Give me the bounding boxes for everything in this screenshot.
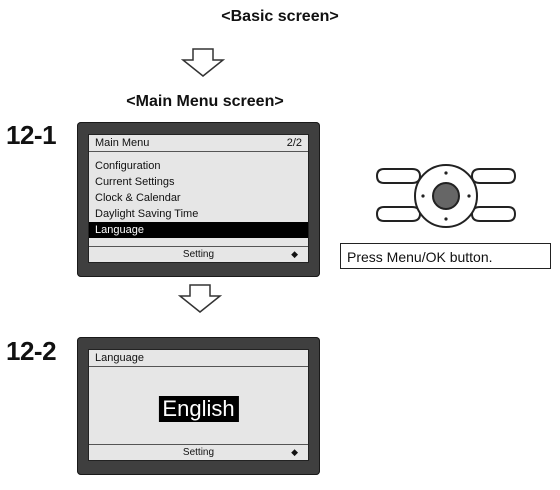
step-number: 12-2 <box>6 336 57 366</box>
controller-buttons-icon[interactable] <box>374 162 518 238</box>
down-arrow-icon <box>178 284 222 313</box>
display-title: Language <box>95 352 144 364</box>
menu-list: Configuration Current Settings Clock & C… <box>89 158 308 238</box>
footer-label: Setting <box>182 249 215 260</box>
display-title-bar: Main Menu 2/2 <box>89 135 308 152</box>
down-arrow-icon <box>181 48 225 77</box>
menu-item-language[interactable]: Language <box>89 222 308 238</box>
menu-item-configuration[interactable]: Configuration <box>95 160 161 172</box>
display-title-bar: Language <box>89 350 308 367</box>
remote-controller-device: Language English Setting ◆ <box>77 337 320 475</box>
menu-item-current-settings[interactable]: Current Settings <box>95 176 175 188</box>
footer-label: Setting <box>182 447 215 458</box>
instruction-callout: Press Menu/OK button. <box>340 243 551 269</box>
menu-item-clock-calendar[interactable]: Clock & Calendar <box>95 192 181 204</box>
step-number: 12-1 <box>6 120 57 150</box>
page-indicator: 2/2 <box>286 137 302 149</box>
menu-item-daylight-saving-time[interactable]: Daylight Saving Time <box>95 208 199 220</box>
display-title: Main Menu <box>95 137 150 149</box>
display-footer: Setting ◆ <box>89 246 308 262</box>
up-down-arrows-icon: ◆ <box>291 249 298 259</box>
main-menu-display: Main Menu 2/2 Configuration Current Sett… <box>88 134 309 263</box>
up-down-arrows-icon: ◆ <box>291 447 298 457</box>
remote-controller-device: Main Menu 2/2 Configuration Current Sett… <box>77 122 320 277</box>
language-value[interactable]: English <box>158 396 239 422</box>
display-footer: Setting ◆ <box>89 444 308 460</box>
language-display: Language English Setting ◆ <box>88 349 309 461</box>
basic-screen-heading: <Basic screen> <box>221 8 339 25</box>
main-menu-screen-heading: <Main Menu screen> <box>126 93 284 110</box>
